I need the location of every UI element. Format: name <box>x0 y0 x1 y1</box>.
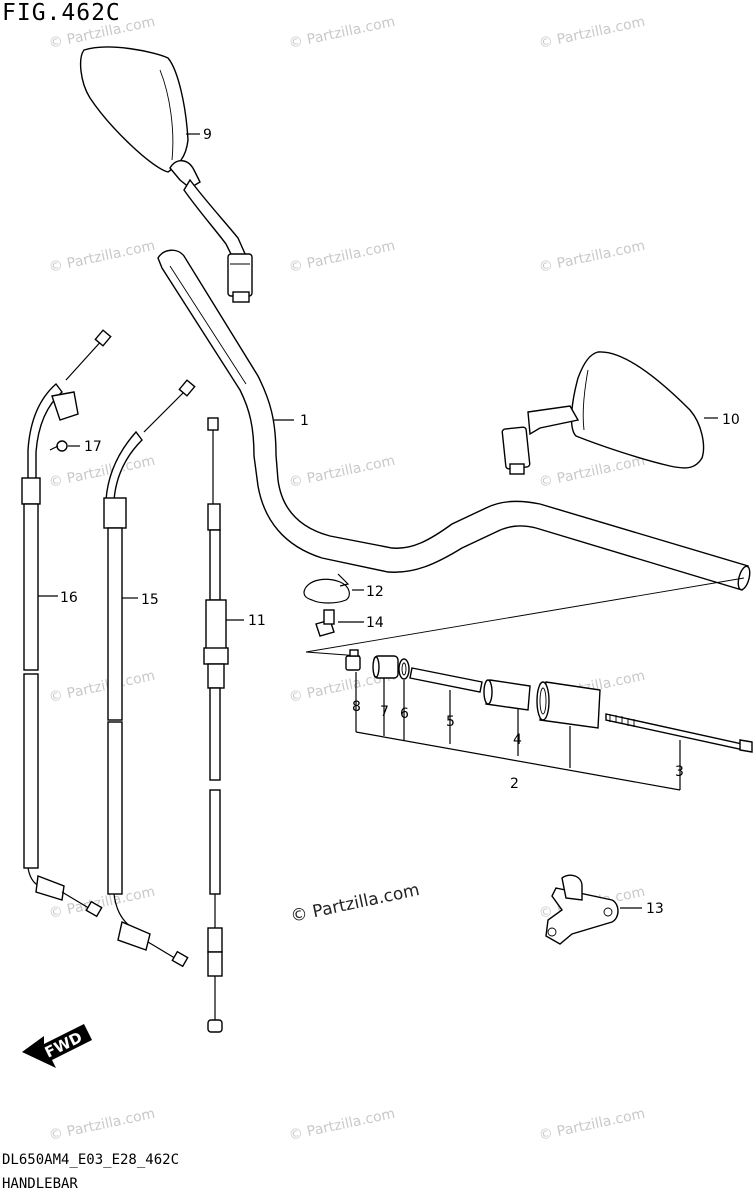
callout-8[interactable]: 8 <box>352 699 361 715</box>
part-6-ring[interactable] <box>398 658 410 680</box>
watermark: © Partzilla.com <box>48 1106 157 1144</box>
forward-arrow: FWD <box>22 1024 92 1068</box>
callout-14[interactable]: 14 <box>366 615 384 631</box>
part-7-rubber-sleeve[interactable] <box>372 655 399 679</box>
watermark-featured: © Partzilla.com <box>289 880 421 927</box>
part-9-left-mirror[interactable] <box>79 46 253 303</box>
watermark: © Partzilla.com <box>538 14 647 52</box>
assembly-bracket-lines <box>355 672 681 791</box>
part-4-spacer[interactable] <box>483 679 531 711</box>
part-17-screw[interactable] <box>49 440 80 452</box>
part-13-holder-bracket[interactable] <box>545 874 642 945</box>
part-16-throttle-cable[interactable] <box>21 329 112 918</box>
watermark: © Partzilla.com <box>48 668 157 706</box>
callout-4[interactable]: 4 <box>513 732 522 748</box>
callout-5[interactable]: 5 <box>446 714 455 730</box>
part-1-handlebar[interactable] <box>157 249 752 591</box>
watermark: © Partzilla.com <box>538 453 647 491</box>
watermarks: © Partzilla.com © Partzilla.com © Partzi… <box>48 14 647 1144</box>
callout-2[interactable]: 2 <box>510 776 519 792</box>
callout-1[interactable]: 1 <box>300 413 309 429</box>
callout-12[interactable]: 12 <box>366 584 384 600</box>
watermark: © Partzilla.com <box>48 238 157 276</box>
part-5-tube[interactable] <box>409 667 483 693</box>
callout-15[interactable]: 15 <box>141 592 159 608</box>
watermark: © Partzilla.com <box>538 238 647 276</box>
part-8-washer[interactable] <box>345 649 361 671</box>
callout-16[interactable]: 16 <box>60 590 78 606</box>
watermark: © Partzilla.com <box>288 1106 397 1144</box>
watermark: © Partzilla.com <box>48 453 157 491</box>
watermark: © Partzilla.com <box>538 1106 647 1144</box>
callout-10[interactable]: 10 <box>722 412 740 428</box>
callout-11[interactable]: 11 <box>248 613 266 629</box>
leader-lines <box>186 133 718 421</box>
part-11-clutch-cable[interactable] <box>203 417 244 1033</box>
diagram-name: HANDLEBAR <box>2 1176 78 1192</box>
diagram-code: DL650AM4_E03_E28_462C <box>2 1152 180 1168</box>
callout-13[interactable]: 13 <box>646 901 664 917</box>
watermark: © Partzilla.com <box>288 453 397 491</box>
watermark: © Partzilla.com <box>288 238 397 276</box>
callout-17[interactable]: 17 <box>84 439 102 455</box>
callout-7[interactable]: 7 <box>380 704 389 720</box>
part-15-throttle-cable[interactable] <box>103 379 196 968</box>
part-2-bar-end-weight[interactable] <box>536 681 601 729</box>
watermark: © Partzilla.com <box>48 14 157 52</box>
figure-title: FIG.462C <box>2 0 121 26</box>
watermark: © Partzilla.com <box>288 14 397 52</box>
callout-3[interactable]: 3 <box>675 764 684 780</box>
callout-6[interactable]: 6 <box>400 706 409 722</box>
part-3-bolt[interactable] <box>605 713 753 753</box>
callout-9[interactable]: 9 <box>203 127 212 143</box>
part-10-right-mirror[interactable] <box>501 351 705 475</box>
fwd-label: FWD <box>42 1028 85 1061</box>
part-14-bolt[interactable] <box>315 609 364 637</box>
part-12-wire-clamp[interactable] <box>303 573 364 604</box>
